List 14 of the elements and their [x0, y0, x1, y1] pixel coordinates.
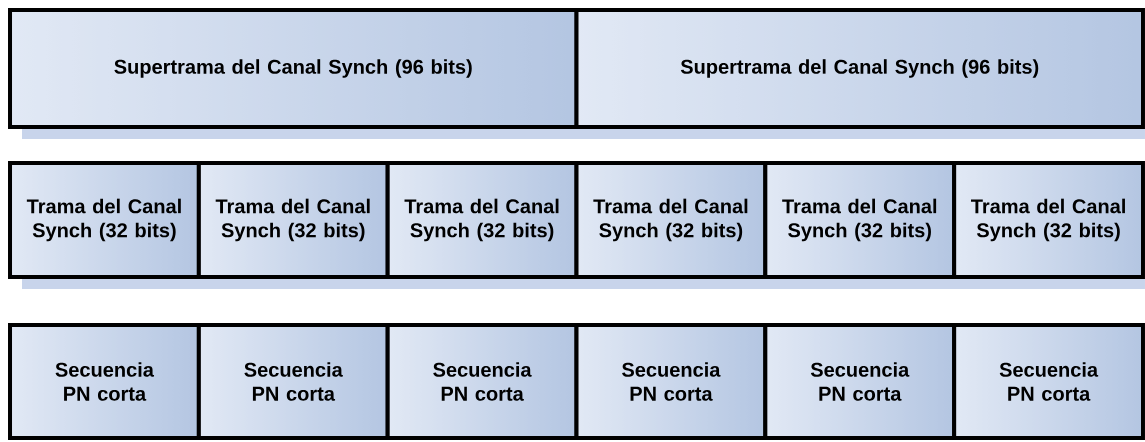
frame-box: Trama del Canal Synch (32 bits) [196, 161, 390, 279]
frame-box: Trama del Canal Synch (32 bits) [763, 161, 957, 279]
frame-box: Secuencia PN corta [763, 323, 957, 440]
frame-box: Trama del Canal Synch (32 bits) [574, 161, 768, 279]
frame-box: Secuencia PN corta [574, 323, 768, 440]
frame-box: Trama del Canal Synch (32 bits) [952, 161, 1145, 279]
frame-box: Secuencia PN corta [8, 323, 201, 440]
frame-box: Supertrama del Canal Synch (96 bits) [574, 8, 1145, 129]
frame-box: Trama del Canal Synch (32 bits) [385, 161, 579, 279]
frame-box: Secuencia PN corta [952, 323, 1145, 440]
frame-box: Secuencia PN corta [196, 323, 390, 440]
frame-box: Supertrama del Canal Synch (96 bits) [8, 8, 579, 129]
frame-box: Secuencia PN corta [385, 323, 579, 440]
frame-box: Trama del Canal Synch (32 bits) [8, 161, 201, 279]
